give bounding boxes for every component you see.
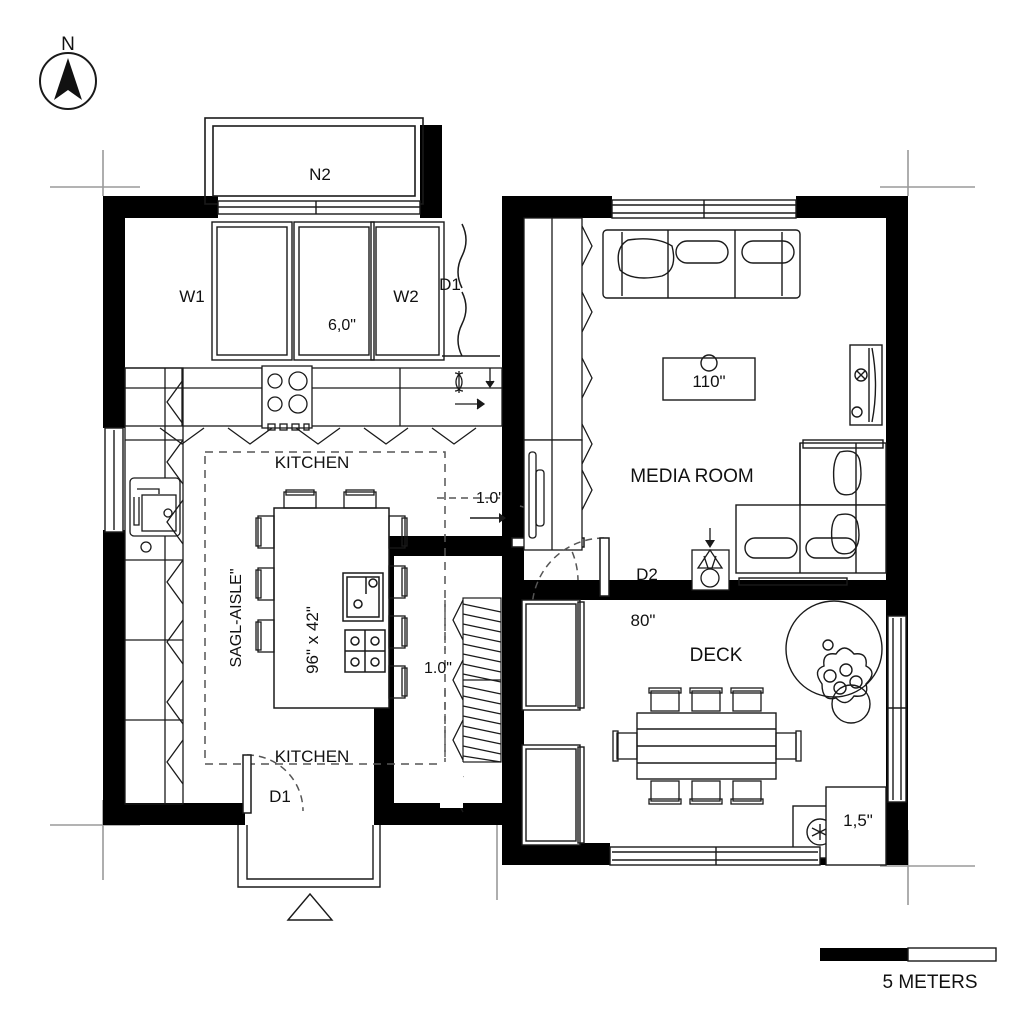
dimension-clear-right: 1.0" [424,660,452,677]
window-media-north [611,199,797,219]
room-label-kitchen-top: KITCHEN [275,453,350,472]
dimension-window-head: 6,0" [328,317,356,334]
window-label-w2: W2 [393,287,419,306]
door-leaf-d1-bottom [242,754,252,814]
deck-storage-unit [825,786,887,866]
room-label-deck: DECK [690,645,743,666]
kitchen-work-zone [204,451,446,765]
media-sofa-north [602,229,801,299]
door-label-d2: D2 [636,565,658,584]
window-label-w1: W1 [179,287,205,306]
door-label-d1-top: D1 [439,275,461,294]
front-porch [237,825,381,921]
counter-edge-zigzag-west [166,379,184,785]
media-projector-table [662,354,756,401]
stair-element [462,597,502,763]
north-arrow: N [39,34,97,110]
dimension-clear-door: 1.0" [476,490,504,507]
island-stools [255,489,408,699]
kitchen-north-window [211,200,445,361]
room-label-kitchen-bottom: KITCHEN [275,747,350,766]
door-leaf-d2 [599,537,610,597]
deck-planter [785,600,883,724]
dimension-screen-size: 110" [692,372,725,391]
window-deck-east [887,615,907,803]
scale-bar-label: 5 METERS [882,972,977,993]
lounge-chairs [521,599,585,846]
north-label: N [61,34,75,55]
counter-edge-zigzag-north [159,427,477,445]
dimension-island-size: 96" x 42" [303,606,322,674]
dimension-grill-clear: 1,5" [843,811,873,830]
dimension-arrow-mid [470,513,506,523]
media-console-tv [849,344,883,426]
pantry-cabinet [523,217,583,551]
scale-bar: 5 METERS [820,947,997,993]
deck-dining-table [636,712,777,780]
door-d1-top [442,223,500,357]
media-sectional [735,439,887,586]
kitchen-island [273,507,390,709]
deck-dining-chairs [612,687,802,805]
stair-edge-zigzag [440,599,464,813]
kitchen-counter-north [124,365,503,431]
dimension-aisle: SAGL-AISLE" [228,568,245,667]
balcony-label-n2: N2 [309,165,331,184]
door-label-d1-bottom: D1 [269,787,291,806]
door-swing-d1-bottom [246,754,304,812]
room-label-media-room: MEDIA ROOM [630,466,754,487]
floor-lamp [691,528,730,591]
window-deck-south [609,846,821,866]
dimension-deck-clear: 80" [631,611,656,630]
pantry-edge-zigzag [581,225,593,511]
window-west [104,427,124,533]
door-swing-d2 [531,537,605,611]
